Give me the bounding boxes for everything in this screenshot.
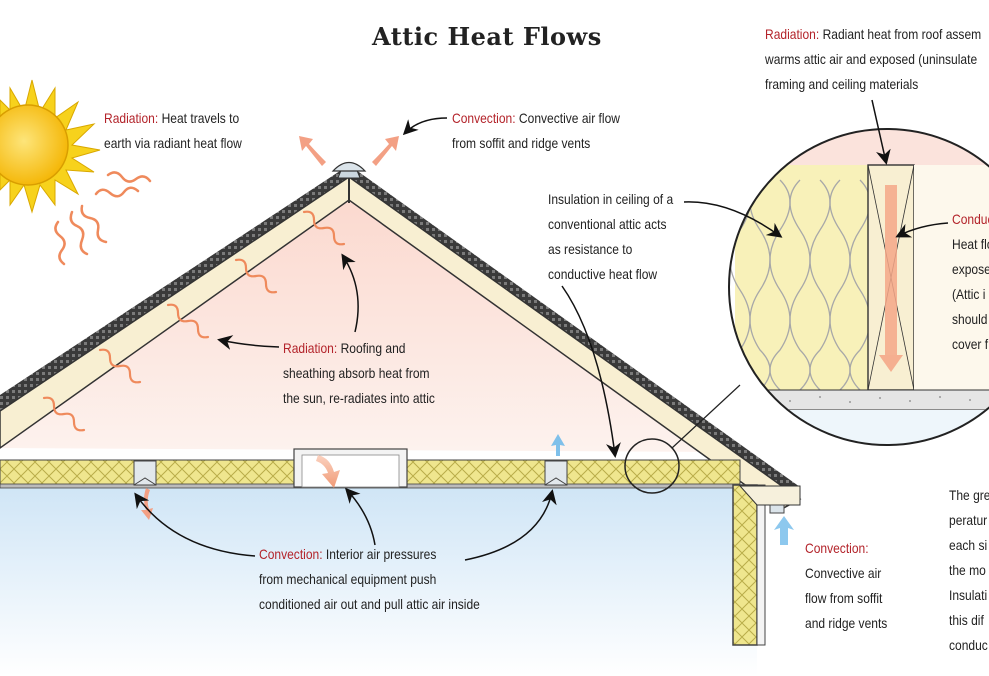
detail-radiation-label: Radiation: Radiant heat from roof assem … (765, 22, 981, 97)
detail-radiation-term: Radiation: (765, 26, 820, 42)
detail-conduction-term: Conduc (952, 211, 989, 227)
detail-conduction-label: Conduc Heat flo expose (Attic i should c… (952, 207, 989, 357)
vent-convection-term: Convection: (452, 110, 516, 126)
soffit-convection-line-1: Convective air (805, 565, 882, 581)
temperature-note-line-3: each si (949, 537, 988, 553)
soffit-air-arrow (774, 516, 794, 545)
detail-conduction-line-2: expose (952, 261, 989, 277)
temperature-note-line-7: conduc (949, 637, 988, 653)
temperature-note-line-5: Insulati (949, 587, 988, 603)
conditioned-space (0, 485, 757, 676)
roof-radiation-waves (42, 210, 346, 432)
temperature-note-label: The gre peratur each si the mo Insulati … (949, 483, 989, 658)
detail-conduction-line-4: should (952, 311, 988, 327)
ceiling-insulation-label: Insulation in ceiling of a conventional … (548, 187, 673, 287)
temperature-note-line-1: The gre (949, 487, 989, 503)
right-ceiling-vent (544, 460, 568, 486)
detail-conduction-line-3: (Attic i (952, 286, 986, 302)
sun-radiation-waves (54, 171, 152, 266)
interior-convection-line-2: from mechanical equipment push (259, 571, 437, 587)
ceiling-insulation-line-2: conventional attic acts (548, 216, 667, 232)
interior-convection-line-3: conditioned air out and pull attic air i… (259, 596, 480, 612)
roof-radiation-label: Radiation: Roofing and sheathing absorb … (283, 336, 435, 411)
attic-hatch (293, 448, 408, 488)
detail-conduction-line-5: cover f (952, 336, 989, 352)
diagram-title: Attic Heat Flows (372, 22, 602, 51)
vent-convection-line-2: from soffit and ridge vents (452, 135, 591, 151)
interior-convection-label: Convection: Interior air pressures from … (259, 542, 480, 617)
ceiling-insulation-line-1: Insulation in ceiling of a (548, 191, 674, 207)
interior-convection-line-1: Interior air pressures (322, 546, 437, 562)
vent-convection-line-1: Convective air flow (515, 110, 620, 126)
leader-arrows (134, 99, 949, 561)
roof-radiation-term: Radiation: (283, 340, 338, 356)
roof-radiation-line-3: the sun, re-radiates into attic (283, 390, 435, 406)
detail-radiation-line-1: Radiant heat from roof assem (819, 26, 982, 42)
detail-radiation-line-2: warms attic air and exposed (uninsulate (765, 51, 978, 67)
detail-radiation-line-3: framing and ceiling materials (765, 76, 919, 92)
soffit-convection-line-3: and ridge vents (805, 615, 888, 631)
ceiling-insulation-line-4: conductive heat flow (548, 266, 658, 282)
ceiling-insulation-line-3: as resistance to (548, 241, 633, 257)
detail-callout-circle (624, 438, 680, 494)
right-vent-air-arrow (551, 434, 565, 456)
detail-circle-outline (728, 128, 989, 446)
ridge-convection-arrows (299, 136, 399, 166)
insulation-detail-magnifier (729, 129, 989, 445)
hatch-convection-arrow (316, 455, 340, 488)
vent-convection-label: Convection: Convective air flow from sof… (452, 106, 620, 156)
soffit-convection-line-2: flow from soffit (805, 590, 883, 606)
ridge-vent (331, 161, 367, 172)
sun-radiation-label: Radiation: Heat travels to earth via rad… (104, 106, 242, 156)
sun-radiation-term: Radiation: (104, 110, 159, 126)
roof-radiation-line-2: sheathing absorb heat from (283, 365, 430, 381)
interior-convection-term: Convection: (259, 546, 323, 562)
exterior-wall (732, 484, 801, 646)
left-ceiling-vent (133, 460, 157, 486)
sun-radiation-line-1: Heat travels to (158, 110, 240, 126)
soffit-convection-term: Convection: (805, 540, 869, 556)
attic-space (0, 200, 724, 452)
detail-leader-line (671, 384, 741, 449)
detail-conduction-line-1: Heat flo (952, 236, 989, 252)
temperature-note-line-4: the mo (949, 562, 986, 578)
temperature-note-line-6: this dif (949, 612, 984, 628)
sun-radiation-line-2: earth via radiant heat flow (104, 135, 242, 151)
temperature-note-line-2: peratur (949, 512, 988, 528)
roof-radiation-line-1: Roofing and (337, 340, 406, 356)
sun (0, 79, 101, 214)
soffit-convection-label: Convection: Convective air flow from sof… (805, 536, 887, 636)
